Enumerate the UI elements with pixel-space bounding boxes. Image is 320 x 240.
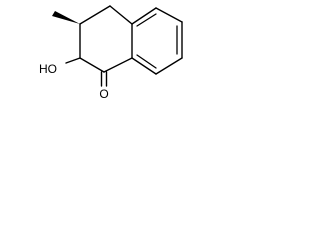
molecule-diagram: HO O <box>0 0 191 115</box>
bond-c3-c4 <box>79 5 111 25</box>
bond-c7-c8 <box>155 57 183 75</box>
bond-c2-oh <box>65 57 81 64</box>
bond-c1-c8a <box>103 57 133 73</box>
aromatic-inner-c8-c8a <box>136 54 157 69</box>
bond-c8-c8a <box>131 57 157 75</box>
bond-c5-c6 <box>155 7 183 23</box>
hydroxyl-label: HO <box>39 62 57 76</box>
wedge-bond-methyl <box>52 11 80 24</box>
bond-c4-c4a <box>109 5 133 25</box>
carbonyl-oxygen-label: O <box>99 87 108 101</box>
bond-c4a-c5 <box>131 7 157 25</box>
bond-c2-c1 <box>79 57 105 73</box>
aromatic-inner-c4a-c5 <box>136 13 157 27</box>
